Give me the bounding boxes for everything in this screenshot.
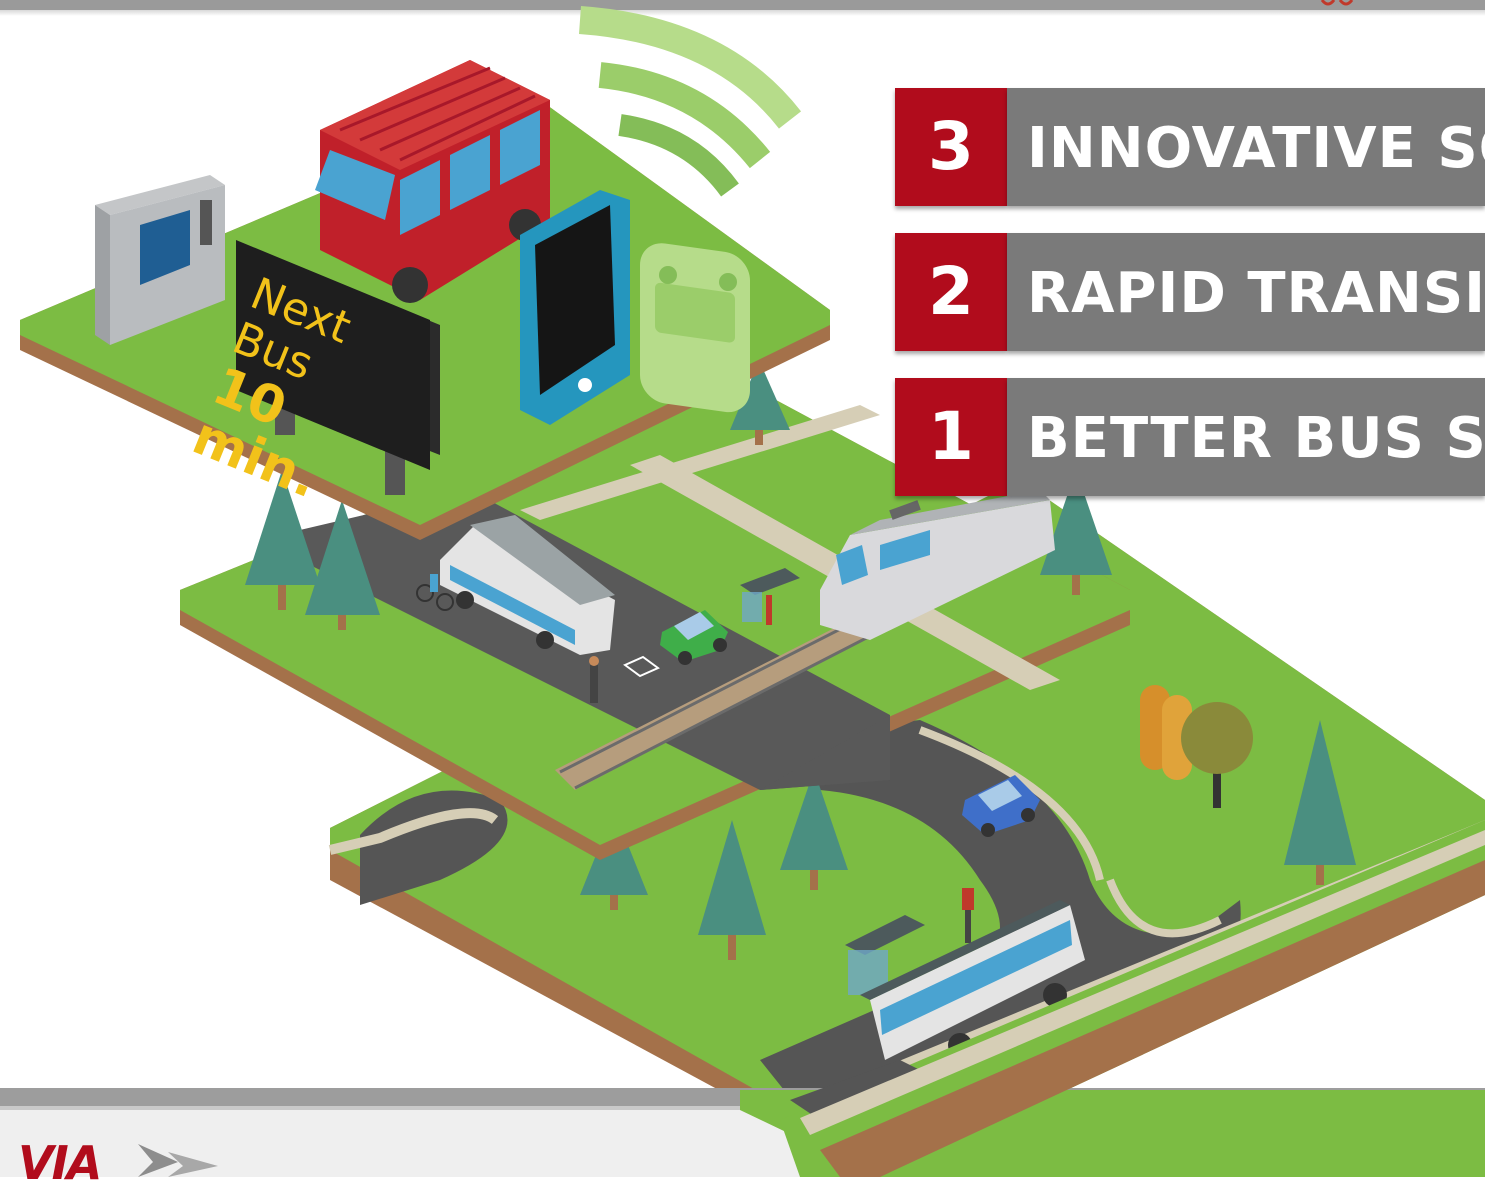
level-2-label: RAPID TRANSIT [1007,233,1485,351]
level-1-banner: 1 BETTER BUS SYSTEM [895,378,1485,496]
tree-middle-3 [1040,470,1112,595]
via-logo: VIA [18,1134,218,1186]
level-2-banner: 2 RAPID TRANSIT [895,233,1485,351]
tree-middle-2 [305,500,380,630]
tree-middle-4 [730,360,790,445]
railroad-track [555,615,880,790]
train-shelter [740,568,800,625]
green-car [660,610,728,665]
footer-bar [0,1088,1485,1106]
bicycle-rider [416,574,454,611]
footer-bar-highlight [0,1106,1485,1110]
level-1-label: BETTER BUS SYSTEM [1007,378,1485,496]
rapid-transit-bus [440,515,615,655]
level-1-number: 1 [895,378,1007,496]
level-2-number: 2 [895,233,1007,351]
autumn-trees [1140,685,1253,808]
bus-wifi-icon [578,6,802,413]
smartphone [520,190,630,425]
level-3-label: INNOVATIVE SOLUTIONS [1007,88,1485,206]
red-van [315,60,550,303]
next-bus-sign [236,240,440,495]
level-3-number: 3 [895,88,1007,206]
top-right-accent [1320,0,1354,6]
top-bar [0,0,1485,10]
commuter-train [820,490,1055,640]
tree-bottom-2 [698,820,766,960]
pedestrian [589,656,599,703]
ticket-kiosk [95,175,225,345]
tree-middle-1 [245,470,320,610]
via-logo-text: VIA [18,1136,102,1190]
via-logo-mark [138,1144,218,1177]
level-3-banner: 3 INNOVATIVE SOLUTIONS [895,88,1485,206]
top-bar-shadow [0,10,1485,16]
